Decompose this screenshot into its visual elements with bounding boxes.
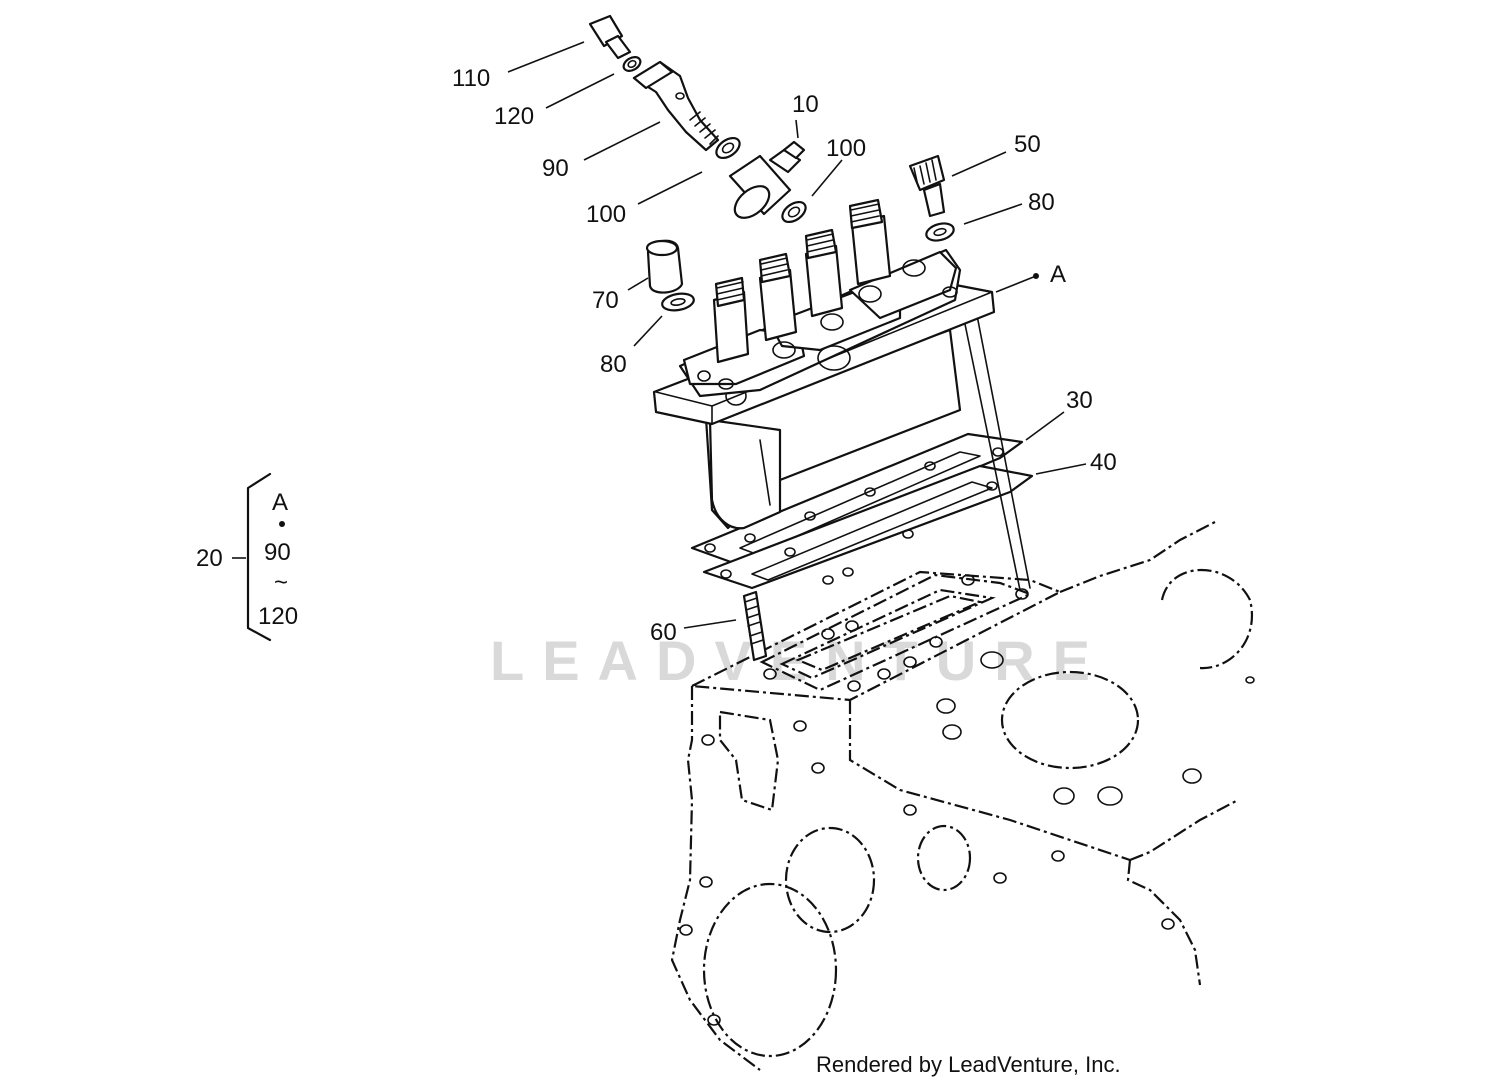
washer-80-lower bbox=[661, 292, 695, 312]
engine-block bbox=[670, 521, 1255, 1071]
callout-10: 10 bbox=[792, 91, 819, 118]
gasket-40 bbox=[702, 464, 1034, 590]
callout-60: 60 bbox=[650, 619, 677, 646]
delivery-valve-holder-3 bbox=[804, 228, 844, 318]
washer-80-upper bbox=[925, 222, 955, 242]
callout-120: 120 bbox=[494, 103, 534, 130]
banjo-bolt-110 bbox=[588, 14, 632, 60]
delivery-valve-holder-1 bbox=[712, 276, 750, 364]
delivery-valve-holder-2 bbox=[758, 252, 798, 342]
callout-100-left: 100 bbox=[586, 201, 626, 228]
render-credit: Rendered by LeadVenture, Inc. bbox=[816, 1052, 1121, 1077]
assembly-note-top: A bbox=[272, 489, 288, 516]
assembly-note-from: 90 bbox=[264, 539, 291, 566]
callout-50: 50 bbox=[1014, 131, 1041, 158]
cap-nut-70 bbox=[645, 239, 684, 294]
callout-labels: 110 120 90 100 10 100 50 80 A 70 80 30 4… bbox=[452, 65, 1117, 646]
fuel-injection-pump-A bbox=[652, 198, 996, 530]
assembly-note-to: 120 bbox=[258, 603, 298, 630]
fuel-inlet-fitting-10 bbox=[728, 140, 806, 219]
assembly-note-dot bbox=[279, 521, 285, 527]
callout-80-upper: 80 bbox=[1028, 189, 1055, 216]
copper-washer-100-upper bbox=[715, 136, 741, 160]
assembly-note-20: 20 A 90 ~ 120 bbox=[196, 472, 298, 642]
washer-120 bbox=[622, 56, 642, 72]
alignment-lines bbox=[959, 299, 1031, 591]
callout-90: 90 bbox=[542, 155, 569, 182]
air-bleed-screw-50 bbox=[908, 154, 946, 218]
callout-A: A bbox=[1050, 261, 1066, 288]
delivery-valve-holder-4 bbox=[848, 198, 892, 286]
callout-30: 30 bbox=[1066, 387, 1093, 414]
callout-80-lower: 80 bbox=[600, 351, 627, 378]
stud-bolt-60 bbox=[742, 590, 768, 662]
banjo-fitting-90 bbox=[632, 60, 720, 152]
callout-20: 20 bbox=[196, 545, 223, 572]
callout-100-right: 100 bbox=[826, 135, 866, 162]
callout-40: 40 bbox=[1090, 449, 1117, 476]
assembly-note-range-symbol: ~ bbox=[274, 569, 288, 596]
leader-lines bbox=[507, 41, 1087, 629]
callout-70: 70 bbox=[592, 287, 619, 314]
callout-110: 110 bbox=[452, 65, 490, 92]
copper-washer-100-lower bbox=[781, 200, 807, 224]
